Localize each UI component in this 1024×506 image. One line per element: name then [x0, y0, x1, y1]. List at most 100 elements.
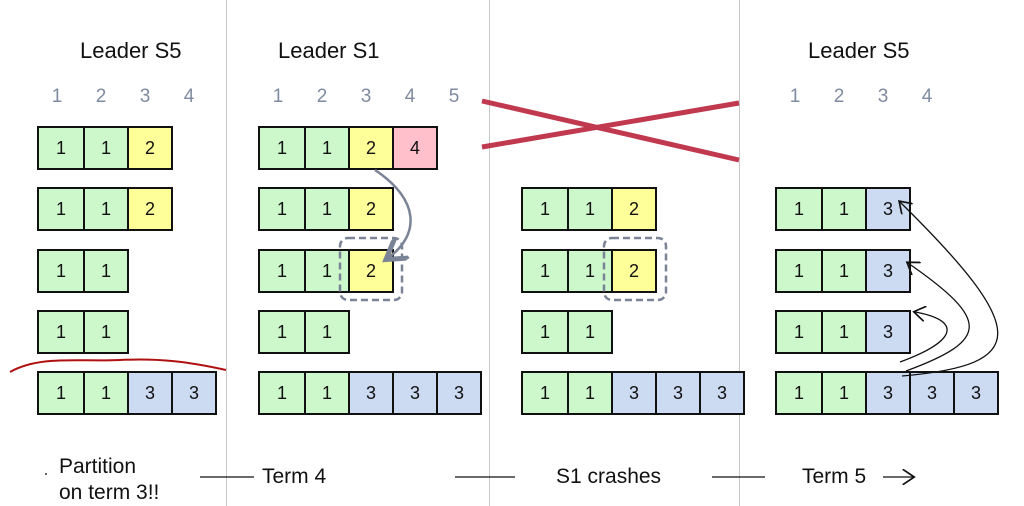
panel-4-title: Leader S5 — [808, 38, 910, 63]
log-index-label: 4 — [921, 86, 933, 107]
log-entry-term-1: 1 — [304, 373, 348, 413]
log-entry-term-1: 1 — [39, 128, 83, 168]
log-entry-term-3: 3 — [655, 373, 699, 413]
log-entry-term-1: 1 — [39, 251, 83, 291]
log-entry-term-1: 1 — [83, 373, 127, 413]
log-index-label: 1 — [789, 86, 801, 107]
log-entry-term-3: 3 — [953, 373, 997, 413]
log-entry-term-1: 1 — [523, 373, 567, 413]
log-entry-term-1: 1 — [777, 312, 821, 352]
log-entry-term-1: 1 — [523, 312, 567, 352]
replication-arrow — [374, 168, 412, 258]
log-entry-term-4: 4 — [392, 128, 436, 168]
log-entry-term-2: 2 — [127, 189, 171, 229]
log-entry-term-1: 1 — [39, 189, 83, 229]
panel-1-title: Leader S5 — [80, 38, 182, 63]
partition-label-line-2: on term 3!! — [59, 481, 160, 504]
log-entry-term-1: 1 — [39, 373, 83, 413]
log-entry-term-3: 3 — [392, 373, 436, 413]
log-entry-term-3: 3 — [865, 373, 909, 413]
log-entry-term-1: 1 — [83, 128, 127, 168]
log-entry-term-1: 1 — [304, 312, 348, 352]
term-4-label: Term 4 — [262, 465, 327, 488]
log-entry-term-1: 1 — [39, 312, 83, 352]
log-entry-term-1: 1 — [523, 251, 567, 291]
log-index-label: 3 — [877, 86, 889, 107]
log-entry-term-1: 1 — [777, 251, 821, 291]
log-index-label: 3 — [139, 86, 151, 107]
log-entry-term-1: 1 — [821, 251, 865, 291]
log-entry-term-1: 1 — [260, 189, 304, 229]
log-entry-term-1: 1 — [777, 189, 821, 229]
log-entry-term-3: 3 — [909, 373, 953, 413]
log-entry-term-3: 3 — [865, 312, 909, 352]
panel-2-title: Leader S1 — [278, 38, 380, 63]
log-index-label: 3 — [360, 86, 372, 107]
log-entry-term-1: 1 — [304, 128, 348, 168]
log-entry-term-1: 1 — [260, 312, 304, 352]
log-entry-term-1: 1 — [83, 312, 127, 352]
log-index-label: 1 — [51, 86, 63, 107]
log-entry-term-1: 1 — [260, 251, 304, 291]
log-index-label: 4 — [404, 86, 416, 107]
log-entry-term-1: 1 — [83, 189, 127, 229]
panel-divider-3 — [739, 0, 740, 506]
log-entry-term-1: 1 — [567, 251, 611, 291]
overwrite-arrow-2 — [906, 263, 970, 372]
log-entry-term-2: 2 — [348, 128, 392, 168]
highlight-box-panel-3 — [602, 236, 668, 302]
log-entry-term-3: 3 — [348, 373, 392, 413]
log-entry-term-1: 1 — [304, 189, 348, 229]
log-index-label: 4 — [183, 86, 195, 107]
panel-divider-2 — [489, 0, 490, 506]
log-entry-term-1: 1 — [567, 312, 611, 352]
term-5-label: Term 5 — [802, 465, 867, 488]
log-index-label: 5 — [448, 86, 460, 107]
log-entry-term-1: 1 — [567, 189, 611, 229]
dot-mark — [45, 473, 47, 475]
partition-label-line-1: Partition — [59, 455, 137, 478]
log-entry-term-1: 1 — [821, 189, 865, 229]
partition-line — [9, 358, 227, 373]
log-entry-term-1: 1 — [777, 373, 821, 413]
log-index-label: 1 — [272, 86, 284, 107]
panel-divider-1 — [226, 0, 227, 506]
log-entry-term-1: 1 — [821, 312, 865, 352]
crash-x-line-1 — [481, 98, 740, 163]
log-entry-term-1: 1 — [83, 251, 127, 291]
log-entry-term-3: 3 — [699, 373, 743, 413]
log-entry-term-1: 1 — [821, 373, 865, 413]
log-entry-term-1: 1 — [260, 373, 304, 413]
highlight-box-panel-2 — [338, 236, 404, 302]
log-index-label: 2 — [833, 86, 845, 107]
log-entry-term-3: 3 — [865, 251, 909, 291]
log-entry-term-3: 3 — [611, 373, 655, 413]
log-entry-term-2: 2 — [127, 128, 171, 168]
overwrite-arrow-3 — [900, 202, 999, 377]
log-entry-term-2: 2 — [611, 251, 655, 291]
log-entry-term-2: 2 — [611, 189, 655, 229]
log-index-label: 2 — [95, 86, 107, 107]
overwrite-arrow-1 — [899, 312, 948, 363]
log-entry-term-3: 3 — [171, 373, 215, 413]
s1-crashes-label: S1 crashes — [556, 465, 662, 488]
log-entry-term-1: 1 — [523, 189, 567, 229]
